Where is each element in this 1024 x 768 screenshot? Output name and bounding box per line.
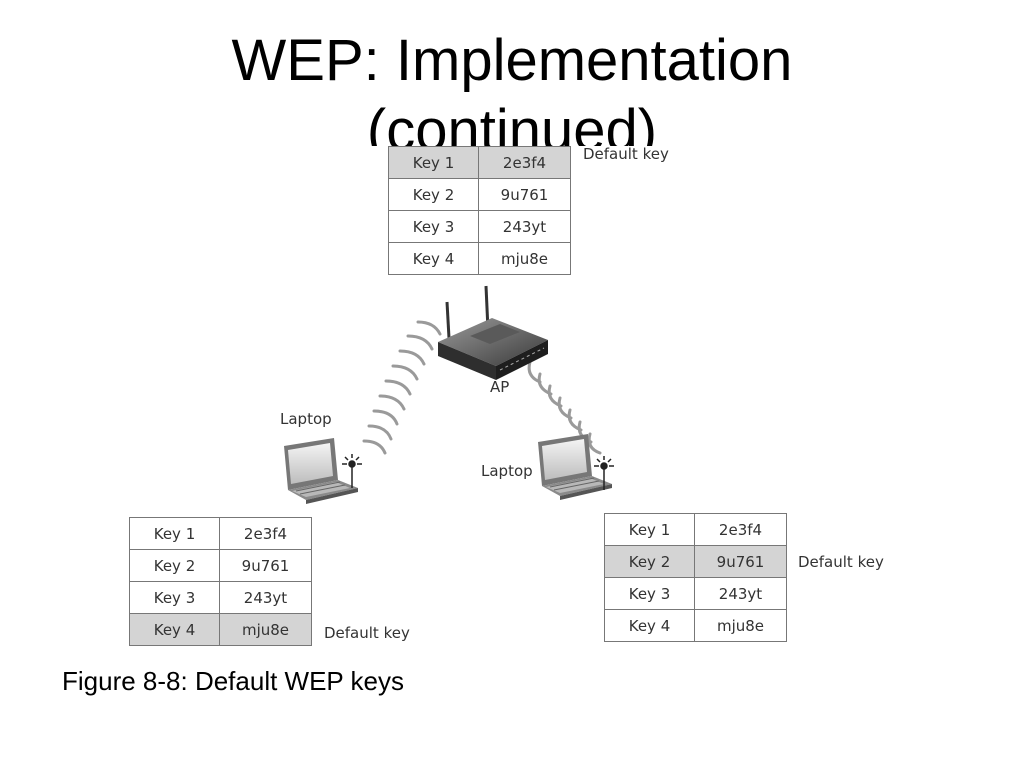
key-value: 2e3f4 <box>219 517 312 550</box>
key-value: 2e3f4 <box>478 146 571 179</box>
access-point-router-icon <box>438 285 548 380</box>
wireless-antenna-icon-left <box>342 454 362 488</box>
ap-label: AP <box>490 378 510 396</box>
ap-default-key-label: Default key <box>583 145 669 163</box>
laptop-right-default-key-label: Default key <box>798 553 884 571</box>
key-value: mju8e <box>478 242 571 275</box>
key-name: Key 1 <box>388 146 479 179</box>
key-value: 9u761 <box>694 545 787 578</box>
key-value: 9u761 <box>219 549 312 582</box>
slide-title: WEP: Implementation <box>231 28 793 93</box>
laptop-right-label: Laptop <box>481 462 533 480</box>
key-value: mju8e <box>219 613 312 646</box>
key-name: Key 2 <box>388 178 479 211</box>
laptop-left-icon <box>284 438 358 504</box>
key-value: 243yt <box>478 210 571 243</box>
key-name: Key 2 <box>604 545 695 578</box>
wireless-antenna-icon-right <box>594 456 614 490</box>
key-name: Key 4 <box>604 609 695 642</box>
key-name: Key 4 <box>129 613 220 646</box>
laptop-right-icon <box>538 434 612 500</box>
key-value: 243yt <box>694 577 787 610</box>
key-name: Key 3 <box>388 210 479 243</box>
key-name: Key 1 <box>129 517 220 550</box>
key-name: Key 3 <box>604 577 695 610</box>
key-value: 9u761 <box>478 178 571 211</box>
key-value: mju8e <box>694 609 787 642</box>
laptop-left-label: Laptop <box>280 410 332 428</box>
key-value: 2e3f4 <box>694 513 787 546</box>
signal-waves-right <box>527 360 602 455</box>
key-name: Key 4 <box>388 242 479 275</box>
key-name: Key 1 <box>604 513 695 546</box>
signal-waves-left <box>362 320 442 455</box>
key-name: Key 3 <box>129 581 220 614</box>
key-name: Key 2 <box>129 549 220 582</box>
laptop-left-default-key-label: Default key <box>324 624 410 642</box>
figure-caption: Figure 8-8: Default WEP keys <box>62 666 404 696</box>
slide-title-continued: (continued) <box>366 98 658 146</box>
key-value: 243yt <box>219 581 312 614</box>
